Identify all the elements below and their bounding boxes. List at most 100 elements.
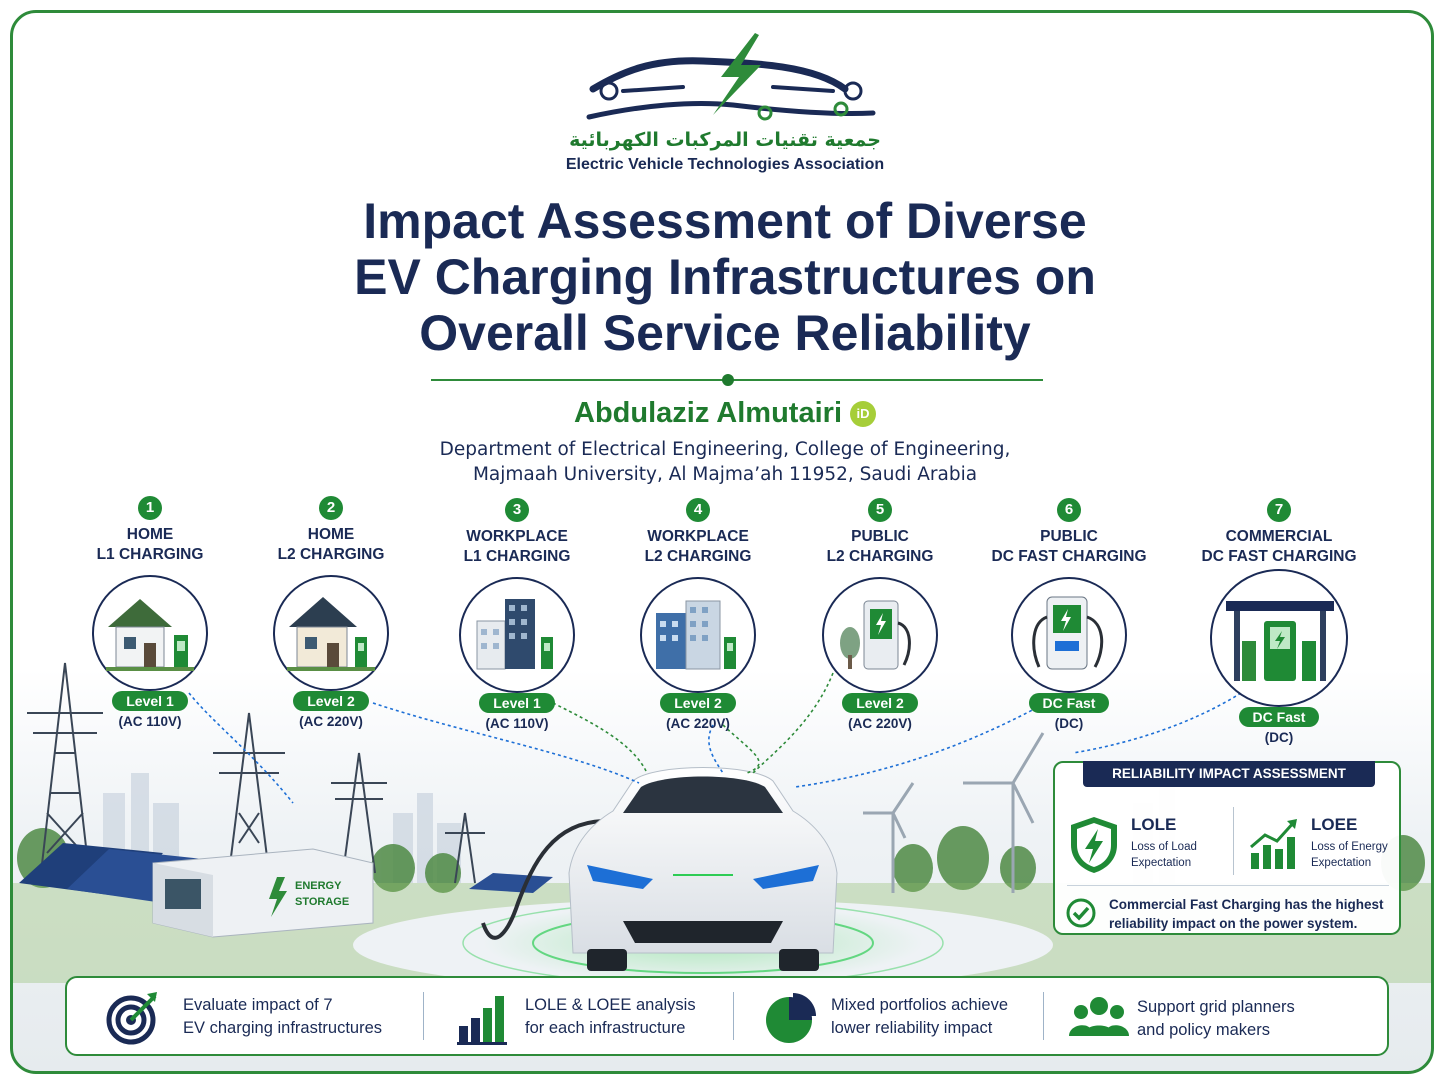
metric-name: LOLE <box>1131 815 1177 834</box>
feature-item: Mixed portfolios achieve lower reliabili… <box>763 978 1053 1054</box>
item-number: 5 <box>868 498 892 522</box>
voltage-label: (DC) <box>1264 730 1294 745</box>
feature-text-line: Evaluate impact of 7 <box>183 996 333 1014</box>
infrastructure-item: 6 PUBLIC DC FAST CHARGING DC Fast (DC) <box>979 498 1159 731</box>
item-title-line: COMMERCIAL <box>1225 528 1333 545</box>
item-title-line: L1 CHARGING <box>463 548 571 565</box>
item-title-line: L1 CHARGING <box>96 546 204 563</box>
level-badge: DC Fast <box>1238 707 1320 727</box>
item-title: COMMERCIAL DC FAST CHARGING <box>1189 527 1369 567</box>
electric-car <box>568 767 838 971</box>
level-badge: Level 1 <box>479 693 555 713</box>
conclusion-line: reliability impact on the power system. <box>1109 916 1358 931</box>
feature-text-line: EV charging infrastructures <box>183 1019 383 1037</box>
association-name: Electric Vehicle Technologies Associatio… <box>565 156 885 173</box>
feature-text: LOLE & LOEE analysis for each infrastruc… <box>525 994 696 1040</box>
title-line: EV Charging Infrastructures on <box>354 249 1096 305</box>
feature-text-line: LOLE & LOEE analysis <box>525 996 696 1014</box>
feature-text-line: and policy makers <box>1137 1021 1270 1039</box>
feature-text-line: lower reliability impact <box>831 1019 993 1037</box>
metric-lole: LOLE Loss of Load Expectation <box>1067 815 1227 879</box>
infrastructure-item: 7 COMMERCIAL DC FAST CHARGING DC Fast (D… <box>1189 498 1369 745</box>
item-title-line: L2 CHARGING <box>277 546 385 563</box>
energy-storage-label: ENERGY <box>295 880 342 892</box>
charging-station-icon <box>1210 569 1348 707</box>
affiliation: Department of Electrical Engineering, Co… <box>13 437 1431 487</box>
bar-chart-up-icon <box>1250 819 1297 869</box>
title-line: Impact Assessment of Diverse <box>363 193 1087 249</box>
metric-description: Loss of Load Expectation <box>1131 839 1227 871</box>
infrastructure-item: 4 WORKPLACE L2 CHARGING Level 2 (AC 220V… <box>608 498 788 731</box>
metric-divider <box>1233 807 1234 875</box>
conclusion-line: Commercial Fast Charging has the highest <box>1109 897 1384 912</box>
energy-storage-label: STORAGE <box>295 896 349 908</box>
feature-text-line: Support grid planners <box>1137 998 1295 1016</box>
item-number: 4 <box>686 498 710 522</box>
item-title-line: PUBLIC <box>1040 528 1098 545</box>
pie-chart-icon <box>766 993 816 1043</box>
feature-divider <box>423 992 424 1040</box>
infrastructure-item: 1 HOME L1 CHARGING Level 1 (AC 110V) <box>60 496 240 729</box>
item-number: 1 <box>138 496 162 520</box>
item-title-line: PUBLIC <box>851 528 909 545</box>
item-title-line: L2 CHARGING <box>644 548 752 565</box>
feature-text: Evaluate impact of 7 EV charging infrast… <box>183 994 382 1040</box>
title-divider-dot <box>722 374 734 386</box>
item-number: 6 <box>1057 498 1081 522</box>
reliability-heading: RELIABILITY IMPACT ASSESSMENT <box>1083 761 1375 787</box>
infrastructure-item: 5 PUBLIC L2 CHARGING Level 2 (AC 220V) <box>790 498 970 731</box>
title-line: Overall Service Reliability <box>419 305 1031 361</box>
feature-text: Mixed portfolios achieve lower reliabili… <box>831 994 1008 1040</box>
metric-loee: LOEE Loss of Energy Expectation <box>1247 815 1407 879</box>
feature-item: LOLE & LOEE analysis for each infrastruc… <box>457 978 737 1054</box>
metric-description-line: Expectation <box>1311 857 1372 869</box>
house-charger-icon <box>273 575 389 691</box>
charging-cable <box>481 819 604 940</box>
voltage-label: (AC 220V) <box>848 716 912 731</box>
item-title-line: L2 CHARGING <box>826 548 934 565</box>
item-title: WORKPLACE L1 CHARGING <box>427 527 607 567</box>
item-title-line: WORKPLACE <box>466 528 568 545</box>
reliability-impact-panel: RELIABILITY IMPACT ASSESSMENT LOLE Loss … <box>1053 761 1401 935</box>
voltage-label: (AC 220V) <box>666 716 730 731</box>
orcid-icon[interactable]: iD <box>850 401 876 427</box>
shield-bolt-icon <box>1071 817 1117 873</box>
infographic-frame: جمعية تقنيات المركبات الكهربائية Electri… <box>10 10 1434 1074</box>
house-charger-icon <box>92 575 208 691</box>
voltage-label: (DC) <box>1054 716 1084 731</box>
feature-text-line: for each infrastructure <box>525 1019 686 1037</box>
voltage-label: (AC 220V) <box>299 714 363 729</box>
target-icon <box>106 992 157 1045</box>
item-title: PUBLIC DC FAST CHARGING <box>979 527 1159 567</box>
level-badge: Level 2 <box>842 693 918 713</box>
metric-description-line: Loss of Energy <box>1311 841 1388 853</box>
metric-description-line: Loss of Load <box>1131 841 1197 853</box>
dc-fast-charger-icon <box>1011 577 1127 693</box>
public-charger-icon <box>822 577 938 693</box>
metric-description-line: Expectation <box>1131 857 1192 869</box>
bar-chart-icon <box>457 996 507 1045</box>
people-group-icon <box>1069 997 1129 1036</box>
ev-association-logo <box>586 33 876 121</box>
level-badge: Level 1 <box>112 691 188 711</box>
feature-text-line: Mixed portfolios achieve <box>831 996 1009 1014</box>
energy-storage-container <box>152 848 374 938</box>
feature-divider <box>733 992 734 1040</box>
item-number: 3 <box>505 498 529 522</box>
infrastructure-item: 3 WORKPLACE L1 CHARGING Level 1 (AC 110V… <box>427 498 607 731</box>
page-title: Impact Assessment of Diverse EV Charging… <box>13 193 1431 361</box>
key-points-bar: Evaluate impact of 7 EV charging infrast… <box>65 976 1389 1056</box>
level-badge: Level 2 <box>293 691 369 711</box>
voltage-label: (AC 110V) <box>118 714 182 729</box>
metric-name: LOEE <box>1311 815 1358 834</box>
voltage-label: (AC 110V) <box>485 716 549 731</box>
item-title-line: WORKPLACE <box>647 528 749 545</box>
item-title: PUBLIC L2 CHARGING <box>790 527 970 567</box>
level-badge: DC Fast <box>1028 693 1110 713</box>
feature-item: Evaluate impact of 7 EV charging infrast… <box>105 978 405 1054</box>
office-charger-icon <box>459 577 575 693</box>
item-title-line: HOME <box>126 526 174 543</box>
item-number: 7 <box>1267 498 1291 522</box>
reliability-conclusion: Commercial Fast Charging has the highest… <box>1109 895 1399 933</box>
